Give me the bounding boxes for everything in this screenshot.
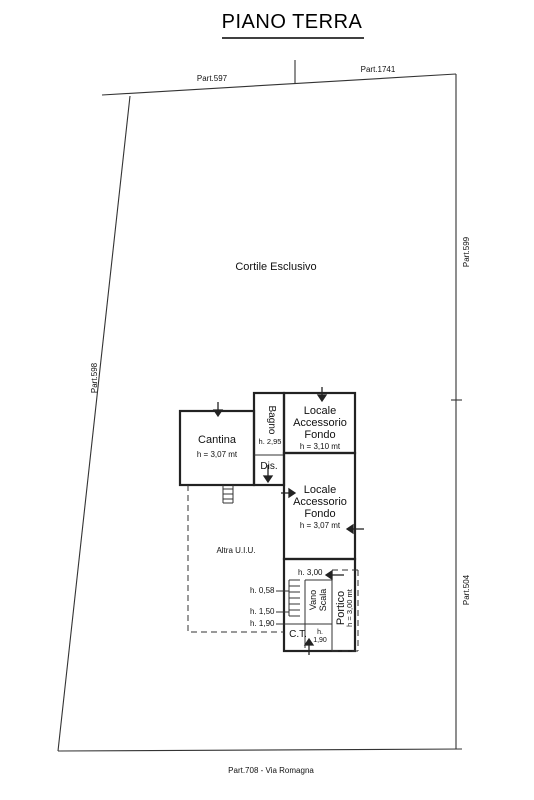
room-portico-height: h = 3,00 mt [345,588,354,627]
parcel-left: Part.598 [90,362,99,393]
parcel-top-right: Part.1741 [361,65,396,74]
room-locale-lower-height: h = 3,07 mt [300,521,341,530]
plan-title: PIANO TERRA [222,11,363,33]
room-cantina-name: Cantina [198,434,237,446]
building-walls [178,391,359,653]
room-locale-upper-line2: Accessorio [293,417,347,429]
room-cantina-height: h = 3,07 mt [197,450,238,459]
room-locale-lower-line3: Fondo [304,508,335,520]
stair-steps [222,485,300,617]
area-other-unit: Altra U.I.U. [216,546,255,555]
courtyard-label: Cortile Esclusivo [235,261,316,273]
parcel-top-left: Part.597 [197,74,228,83]
parcel-right-upper: Part.599 [462,236,471,267]
height-annotation-1: h. 3,00 [298,568,323,577]
room-vano-scala-line2: Scala [318,589,328,612]
room-ct-name: C.T. [289,629,307,640]
height-annotation-4: h. 1,90 [250,619,275,628]
entrance-arrows [212,387,364,655]
room-bagno-height: h. 2,95 [259,437,282,446]
room-locale-upper-line1: Locale [304,405,336,417]
room-locale-lower-line1: Locale [304,484,336,496]
room-portico-name: Portico [335,591,347,625]
parcel-right-lower: Part.504 [462,574,471,605]
height-annotation-2: h. 0,58 [250,586,275,595]
room-ct-height-line1: h. [317,629,323,636]
parcel-bottom: Part.708 - Via Romagna [228,766,314,775]
room-bagno-name: Bagno [266,406,277,435]
room-ct-height-line2: 1,90 [313,637,327,644]
room-dis-name: Dis. [260,461,277,472]
property-boundary [57,60,463,752]
room-vano-scala-line1: Vano [308,590,318,610]
room-locale-lower-line2: Accessorio [293,496,347,508]
height-annotation-3: h. 1,50 [250,607,275,616]
room-locale-upper-height: h = 3,10 mt [300,442,341,451]
room-locale-upper-line3: Fondo [304,429,335,441]
